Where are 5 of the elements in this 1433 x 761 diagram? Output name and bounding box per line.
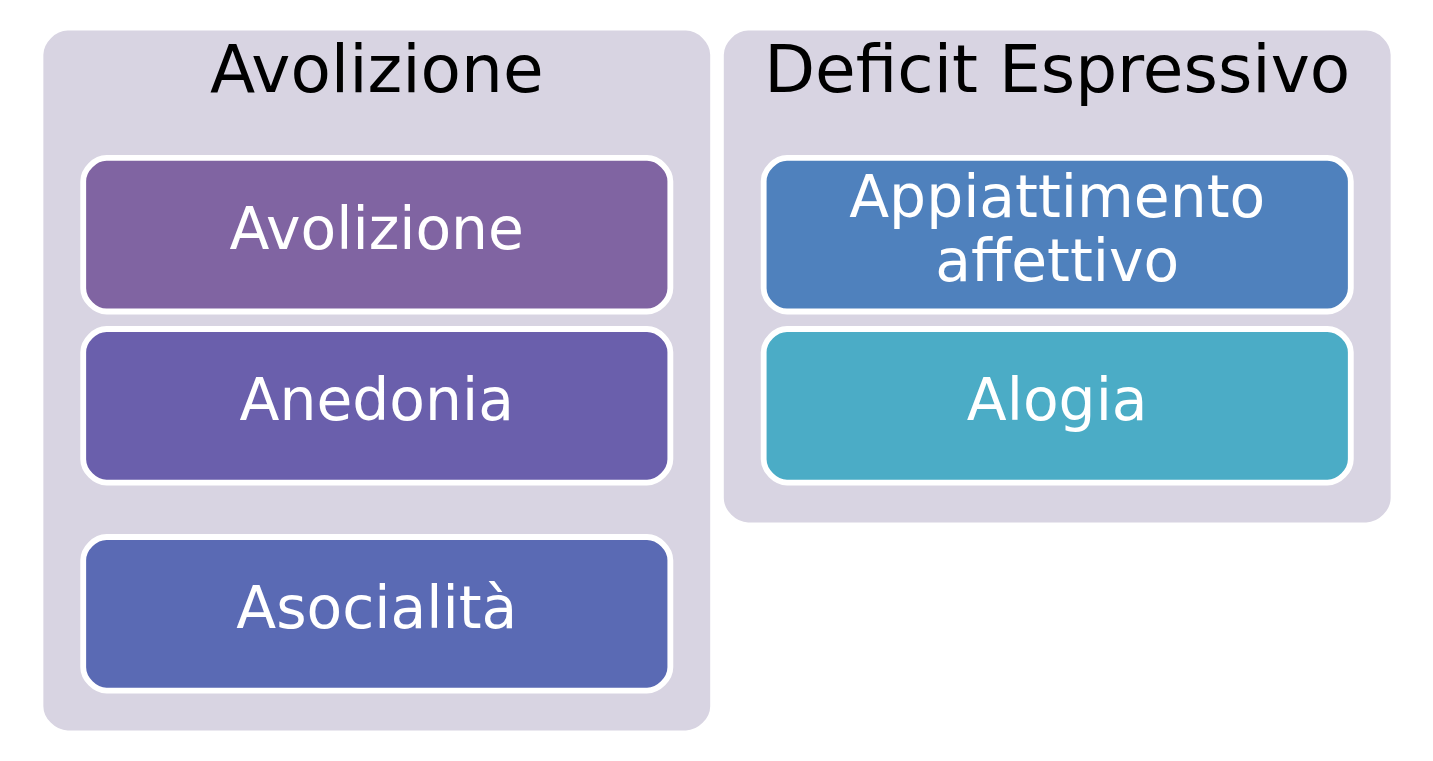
node-box: Appiattimento affettivo — [760, 155, 1354, 315]
node-box: Anedonia — [79, 326, 673, 486]
node-box: Asocialità — [79, 534, 673, 694]
node-box: Alogia — [760, 326, 1354, 486]
node-box: Avolizione — [79, 155, 673, 315]
